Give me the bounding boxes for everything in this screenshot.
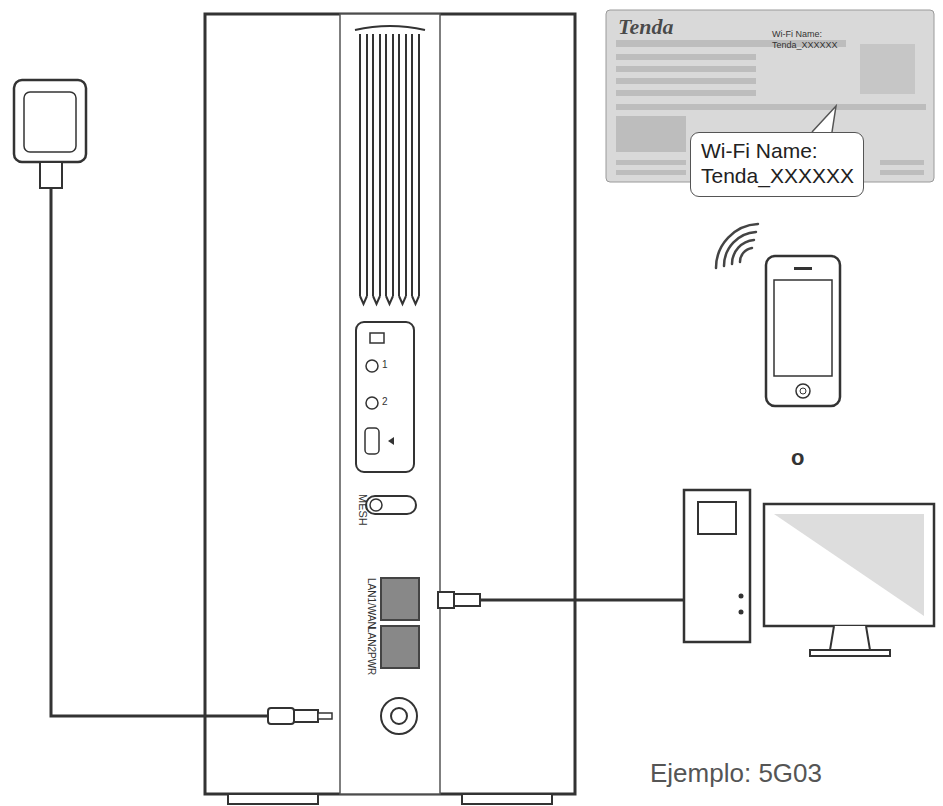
sim-panel (356, 322, 414, 472)
sim-number: 2 (382, 397, 388, 407)
ethernet-cable (480, 599, 684, 602)
or-text: o (791, 447, 804, 469)
pc-tower (684, 490, 750, 642)
lan1-wan-port (381, 578, 419, 620)
mesh-button (366, 496, 416, 514)
sticker-small-text: Wi-Fi Name: (772, 30, 822, 39)
port-label: LAN2 (366, 627, 376, 652)
callout-text: Wi-Fi Name: Tenda_XXXXXX (701, 138, 851, 188)
power-adapter (14, 80, 86, 162)
figure-caption: Ejemplo: 5G03 (650, 760, 822, 786)
power-cable (51, 188, 270, 716)
power-jack (381, 698, 417, 734)
vent-slots (355, 26, 425, 30)
lan2-port (381, 626, 419, 668)
sticker-small-text: Tenda_XXXXXX (772, 41, 838, 50)
port-label: LAN1/WAN (366, 578, 376, 629)
router-body (205, 14, 575, 794)
callout-tail (812, 106, 836, 132)
port-label: MESH (357, 494, 368, 526)
brand-logo: Tenda (618, 14, 673, 40)
ethernet-plug (438, 592, 454, 608)
monitor (764, 504, 934, 626)
wifi-symbol (716, 224, 758, 268)
label-sticker: TendaWi-Fi Name: Tenda_XXXXXX (606, 10, 934, 182)
smartphone (766, 256, 840, 406)
sim-number: 1 (382, 360, 388, 370)
callout-bubble: Wi-Fi Name: Tenda_XXXXXX (690, 132, 864, 197)
port-label: PWR (366, 652, 376, 675)
